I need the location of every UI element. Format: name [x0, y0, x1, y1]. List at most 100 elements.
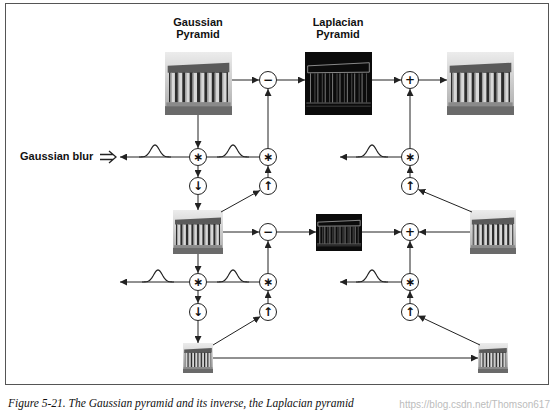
- sky: [447, 52, 514, 115]
- steps: [479, 367, 508, 369]
- column: [205, 353, 207, 367]
- column-shade: [482, 73, 483, 103]
- column-shade: [489, 73, 490, 103]
- column-edge: [366, 73, 367, 102]
- column-edge: [334, 227, 335, 244]
- column-shade: [460, 73, 461, 103]
- laplacian-image: [305, 52, 372, 115]
- operator-symbol: ∗: [259, 273, 277, 291]
- column-shade: [182, 225, 184, 246]
- circle-shape: [260, 274, 277, 291]
- steps: [448, 102, 512, 106]
- column-shade: [488, 225, 490, 246]
- column-shade: [210, 225, 212, 246]
- flow-connector: [410, 89, 411, 148]
- column: [192, 353, 194, 367]
- column: [205, 225, 208, 246]
- operator-circle: +: [401, 71, 419, 89]
- column: [487, 353, 489, 367]
- flow-arrow: [362, 232, 401, 233]
- figure-frame: [6, 4, 549, 385]
- column-edge: [327, 227, 328, 244]
- operator-circle: ∗: [259, 273, 277, 291]
- column-edge: [359, 73, 360, 102]
- sky: [165, 52, 232, 115]
- operator-symbol: −: [259, 223, 277, 241]
- column-shade: [483, 353, 485, 367]
- steps-edge: [306, 103, 370, 104]
- column-edge: [324, 227, 325, 244]
- column: [178, 73, 182, 103]
- operator-circle: ∗: [189, 148, 207, 166]
- gaussian-kernel: [217, 270, 249, 282]
- column: [467, 73, 471, 103]
- column: [170, 73, 174, 103]
- column-edge: [347, 73, 348, 102]
- column: [474, 225, 477, 246]
- operator-symbol: +: [401, 223, 419, 241]
- column-shade: [215, 73, 216, 103]
- flow-arrow: [419, 80, 447, 81]
- column-shade: [199, 225, 201, 246]
- temple-shadow: [169, 71, 228, 103]
- column-shade: [475, 73, 476, 103]
- ground: [447, 106, 514, 115]
- operator-symbol: ∗: [259, 148, 277, 166]
- circle-shape: [260, 178, 277, 195]
- column: [482, 73, 486, 103]
- edge-background: [305, 52, 372, 115]
- photo-image: [470, 210, 516, 254]
- column-edge: [339, 73, 340, 102]
- column-edge: [322, 73, 323, 102]
- column: [202, 353, 204, 367]
- operator-circle: ∗: [259, 148, 277, 166]
- column: [185, 73, 189, 103]
- column-edge: [332, 227, 333, 244]
- column-edge: [314, 73, 315, 102]
- column-edge: [353, 227, 354, 244]
- circle-shape: [402, 72, 419, 89]
- circle-shape: [190, 149, 207, 166]
- column-shade: [177, 225, 179, 246]
- column: [200, 73, 204, 103]
- temple-shadow: [451, 71, 510, 103]
- kernel-line: [120, 157, 189, 158]
- flow-arrow: [198, 254, 199, 273]
- steps: [166, 102, 230, 106]
- column: [480, 353, 482, 367]
- circle-shape: [402, 178, 419, 195]
- column-shade: [205, 353, 207, 367]
- flow-connector: [410, 291, 411, 303]
- column: [185, 353, 187, 367]
- column-heading: Laplacian Pyramid: [303, 16, 373, 40]
- column-shade: [478, 225, 480, 246]
- circle-shape: [260, 72, 277, 89]
- column-edge: [343, 227, 344, 244]
- flow-connector: [198, 166, 199, 177]
- operator-circle: ∗: [189, 273, 207, 291]
- gaussian-kernel: [356, 145, 388, 157]
- entablature: [479, 348, 507, 353]
- entablature: [168, 63, 230, 73]
- column-heading: Gaussian Pyramid: [163, 16, 233, 40]
- column: [490, 353, 492, 367]
- steps-edge: [317, 245, 361, 246]
- column: [499, 225, 502, 246]
- steps: [471, 245, 515, 248]
- operator-circle: −: [259, 71, 277, 89]
- flow-arrow: [232, 80, 259, 81]
- column: [504, 225, 507, 246]
- operator-symbol: ∗: [401, 273, 419, 291]
- column-shade: [473, 225, 475, 246]
- column: [479, 225, 482, 246]
- column: [210, 225, 213, 246]
- column-shade: [499, 225, 501, 246]
- entablature: [472, 217, 514, 224]
- flow-arrow: [213, 358, 478, 359]
- circle-shape: [260, 224, 277, 241]
- column-shade: [480, 353, 482, 367]
- column: [183, 225, 186, 246]
- operator-symbol: ↑: [259, 177, 277, 195]
- column: [215, 73, 219, 103]
- column: [504, 353, 506, 367]
